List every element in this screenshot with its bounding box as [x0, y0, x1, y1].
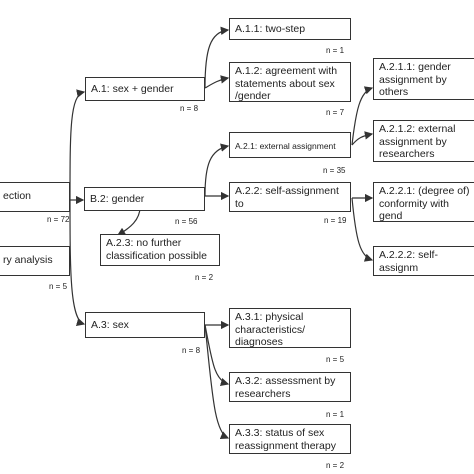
count-a11: n = 1: [326, 46, 345, 55]
node-b2: B.2: gender: [84, 187, 205, 211]
node-a32: A.3.2: assessment by researchers: [229, 372, 351, 402]
node-a212: A.2.1.2: external assignment by research…: [373, 120, 474, 162]
edge-a1-a11: [204, 26, 230, 89]
edge-b2-a23: [116, 206, 141, 236]
count-a21: n = 35: [323, 166, 346, 175]
count-a22: n = 19: [324, 216, 347, 225]
count-a23: n = 2: [195, 273, 214, 282]
count-a12: n = 7: [326, 108, 345, 117]
count-root: n = 72: [47, 215, 70, 224]
node-a21: A.2.1: external assignment: [229, 132, 351, 158]
count-a32: n = 1: [326, 410, 345, 419]
count-b2: n = 56: [175, 217, 198, 226]
node-a12: A.1.2: agreement with statements about s…: [229, 62, 351, 102]
node-a11: A.1.1: two-step measures: [229, 18, 351, 40]
node-other: ry analysis: [0, 246, 70, 276]
node-a222: A.2.2.2: self-assignm to gender categori…: [373, 246, 474, 276]
node-root: ection: [0, 182, 70, 212]
edge-a21-a212: [351, 131, 374, 146]
edge-a21-a211: [351, 86, 374, 146]
edge-a1-a12: [204, 75, 230, 89]
node-a1: A.1: sex + gender: [85, 77, 205, 101]
node-a221: A.2.2.1: (degree of) conformity with gen…: [373, 182, 474, 222]
edge-root-a3: [69, 199, 86, 327]
edge-a3-a33: [204, 324, 230, 440]
node-a211: A.2.1.1: gender assignment by others (no…: [373, 58, 474, 100]
edge-a22-a222: [351, 197, 374, 262]
node-a22: A.2.2: self-assignment to gender categor…: [229, 182, 351, 212]
count-a3: n = 8: [182, 346, 201, 355]
count-a1: n = 8: [180, 104, 199, 113]
count-other: n = 5: [49, 282, 68, 291]
node-a3: A.3: sex: [85, 312, 205, 338]
node-a33: A.3.3: status of sex reassignment therap…: [229, 424, 351, 454]
edge-b2-a21: [204, 143, 230, 197]
edge-root-a1: [69, 89, 86, 201]
edge-a3-a32: [204, 324, 230, 387]
node-a23: A.2.3: no further classification possibl…: [100, 234, 220, 266]
node-a31: A.3.1: physical characteristics/ diagnos…: [229, 308, 351, 348]
count-a31: n = 5: [326, 355, 345, 364]
count-a33: n = 2: [326, 461, 345, 470]
